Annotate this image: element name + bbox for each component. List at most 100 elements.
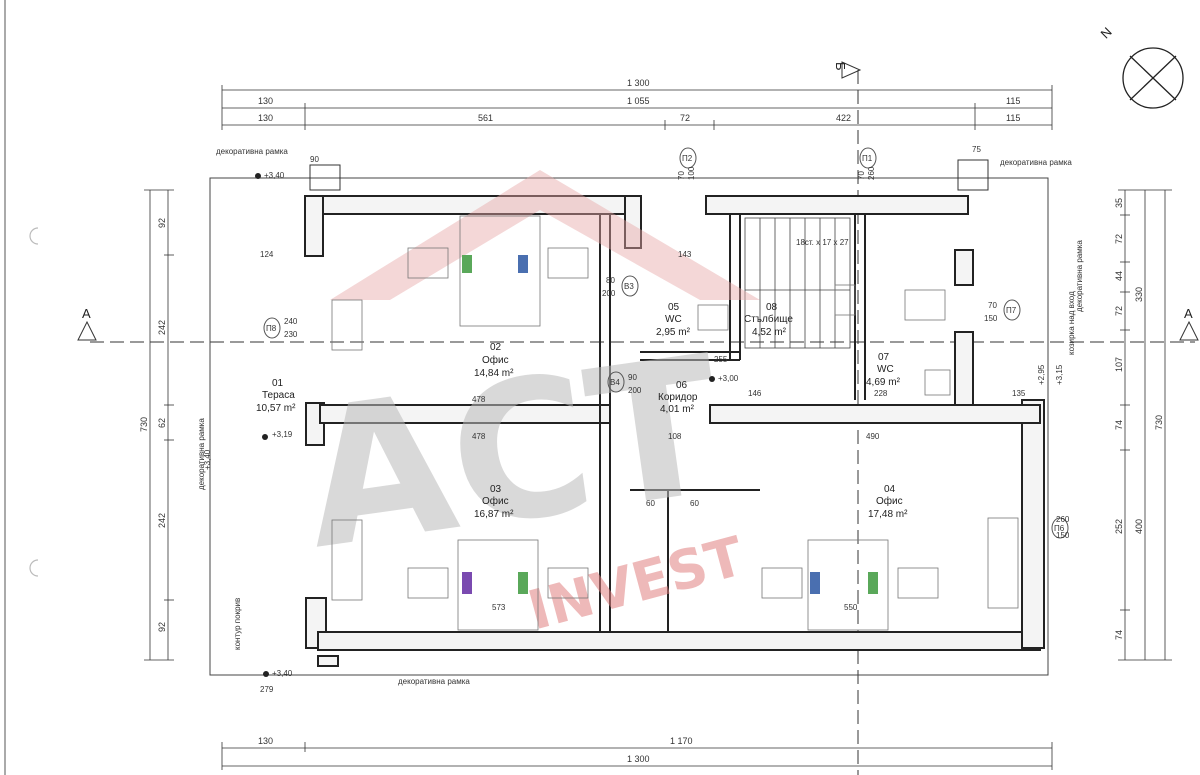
opening-p2-w: 70 — [677, 171, 686, 180]
room-07-area: 4,69 m² — [866, 377, 901, 388]
dim-top-r2-right: 115 — [1006, 96, 1020, 106]
north-arrow-icon: N — [1098, 24, 1184, 109]
dim-left-1: 92 — [157, 218, 167, 228]
section-a-left: A — [82, 306, 91, 321]
north-label: N — [1098, 24, 1115, 41]
room-07: 07 WC 4,69 m² — [866, 352, 901, 388]
room-06-name: Коридор — [658, 392, 698, 403]
opening-p8-code: П8 — [266, 324, 277, 333]
opening-p8-h: 230 — [284, 330, 298, 339]
dim-left-2: 242 — [157, 320, 167, 335]
room-04: 04 Офис 17,48 m² — [868, 484, 908, 520]
right-dimensions — [1118, 189, 1172, 661]
inner-dim-12: 135 — [1012, 389, 1026, 398]
opening-p6-h: 150 — [1056, 531, 1070, 540]
inner-dimension-labels: 478 478 573 550 490 255 143 146 108 228 … — [260, 145, 1026, 694]
inner-dim-14: 90 — [310, 155, 319, 164]
room-08-name: Стълбище — [744, 313, 793, 325]
room-08: 08 Стълбище 4,52 m² — [744, 302, 793, 338]
inner-dim-2: 478 — [472, 432, 486, 441]
dim-left-4: 242 — [157, 513, 167, 528]
room-01-num: 01 — [272, 378, 284, 389]
staircase — [744, 217, 851, 349]
bottom-dimensions — [221, 742, 1053, 770]
inner-dim-7: 143 — [678, 250, 692, 259]
dim-right-8: 252 — [1114, 519, 1124, 534]
level-7: +3,40 — [203, 449, 212, 470]
inner-dim-5: 490 — [866, 432, 880, 441]
room-03-name: Офис — [482, 495, 509, 507]
inner-dim-13: 279 — [260, 685, 274, 694]
inner-dim-1: 478 — [472, 395, 486, 404]
opening-v4-h: 200 — [628, 386, 642, 395]
inner-walls — [599, 214, 866, 632]
opening-p2-code: П2 — [682, 154, 693, 163]
room-07-name: WC — [877, 364, 894, 375]
dim-top-r3-a: 130 — [258, 113, 273, 123]
note-deco-frame-bottom: декоративна рамка — [398, 677, 470, 686]
dim-left-5: 92 — [157, 622, 167, 632]
note-lift-entrance: козирка над вход — [1067, 291, 1076, 355]
room-02-name: Офис — [482, 354, 509, 366]
dim-bottom-overall: 1 300 — [627, 754, 650, 764]
roof-contour — [209, 177, 1049, 676]
opening-p6-w: 260 — [1056, 515, 1070, 524]
inner-dim-17: 60 — [690, 499, 699, 508]
room-04-name: Офис — [876, 495, 903, 507]
opening-v3-h: 200 — [602, 289, 616, 298]
opening-p6-code: П6 — [1054, 524, 1065, 533]
note-deco-frame-right: декоративна рамка — [1075, 240, 1084, 312]
dim-right-3: 44 — [1114, 271, 1124, 281]
dim-right-1: 35 — [1114, 198, 1124, 208]
room-08-area: 4,52 m² — [752, 327, 787, 338]
dim-top-r2-left: 130 — [258, 96, 273, 106]
furniture — [331, 215, 1019, 631]
level-markers: +3,40 +3,40 +3,19 +3,00 +2,95 +3,15 +3,4… — [203, 171, 1064, 678]
dim-bottom-left: 130 — [258, 736, 273, 746]
dim-top-overall: 1 300 — [627, 78, 650, 88]
dim-top-r3-c: 72 — [680, 113, 690, 123]
inner-dim-3: 573 — [492, 603, 506, 612]
opening-p8-w: 240 — [284, 317, 298, 326]
section-a-right: A — [1184, 306, 1193, 321]
room-08-num: 08 — [766, 302, 778, 313]
dim-right-overall: 730 — [1154, 415, 1164, 430]
inner-dim-4: 550 — [844, 603, 858, 612]
room-05-area: 2,95 m² — [656, 327, 691, 338]
dim-left-3: 62 — [157, 418, 167, 428]
dim-top-r3-e: 115 — [1006, 113, 1020, 123]
dim-top-r3-d: 422 — [836, 113, 851, 123]
opening-v3-w: 80 — [606, 276, 615, 285]
inner-dim-11: 124 — [260, 250, 274, 259]
dim-bottom-mid: 1 170 — [670, 736, 693, 746]
opening-p7-h: 150 — [984, 314, 998, 323]
section-b-top: Б — [833, 62, 848, 71]
opening-p1-code: П1 — [862, 154, 873, 163]
section-line-a: A A — [77, 306, 1199, 343]
top-dimensions — [221, 85, 1053, 130]
dim-right-4: 72 — [1114, 306, 1124, 316]
dim-top-r3-b: 561 — [478, 113, 493, 123]
dim-right-5: 330 — [1134, 287, 1144, 302]
level-1: +3,40 — [264, 171, 285, 180]
room-03-area: 16,87 m² — [474, 509, 514, 520]
room-05: 05 WC 2,95 m² — [656, 302, 691, 338]
note-deco-frame-top-right: декоративна рамка — [1000, 158, 1072, 167]
room-06: 06 Коридор 4,01 m² — [658, 380, 698, 415]
inner-dim-6: 255 — [714, 355, 728, 364]
room-06-area: 4,01 m² — [660, 404, 695, 415]
roof-contour-label: контур покрив — [233, 598, 242, 650]
opening-p2-h: 100 — [687, 166, 696, 180]
room-06-num: 06 — [676, 380, 688, 391]
dim-top-r2-mid: 1 055 — [627, 96, 650, 106]
inner-dim-8: 146 — [748, 389, 762, 398]
inner-dim-16: 60 — [646, 499, 655, 508]
level-3: +3,19 — [272, 430, 293, 439]
room-04-num: 04 — [884, 484, 896, 495]
note-deco-frame-top-left: декоративна рамка — [216, 147, 288, 156]
dim-right-10: 74 — [1114, 630, 1124, 640]
room-03: 03 Офис 16,87 m² — [474, 484, 514, 520]
opening-p1-h: 260 — [867, 166, 876, 180]
level-5: +2,95 — [1037, 364, 1046, 385]
